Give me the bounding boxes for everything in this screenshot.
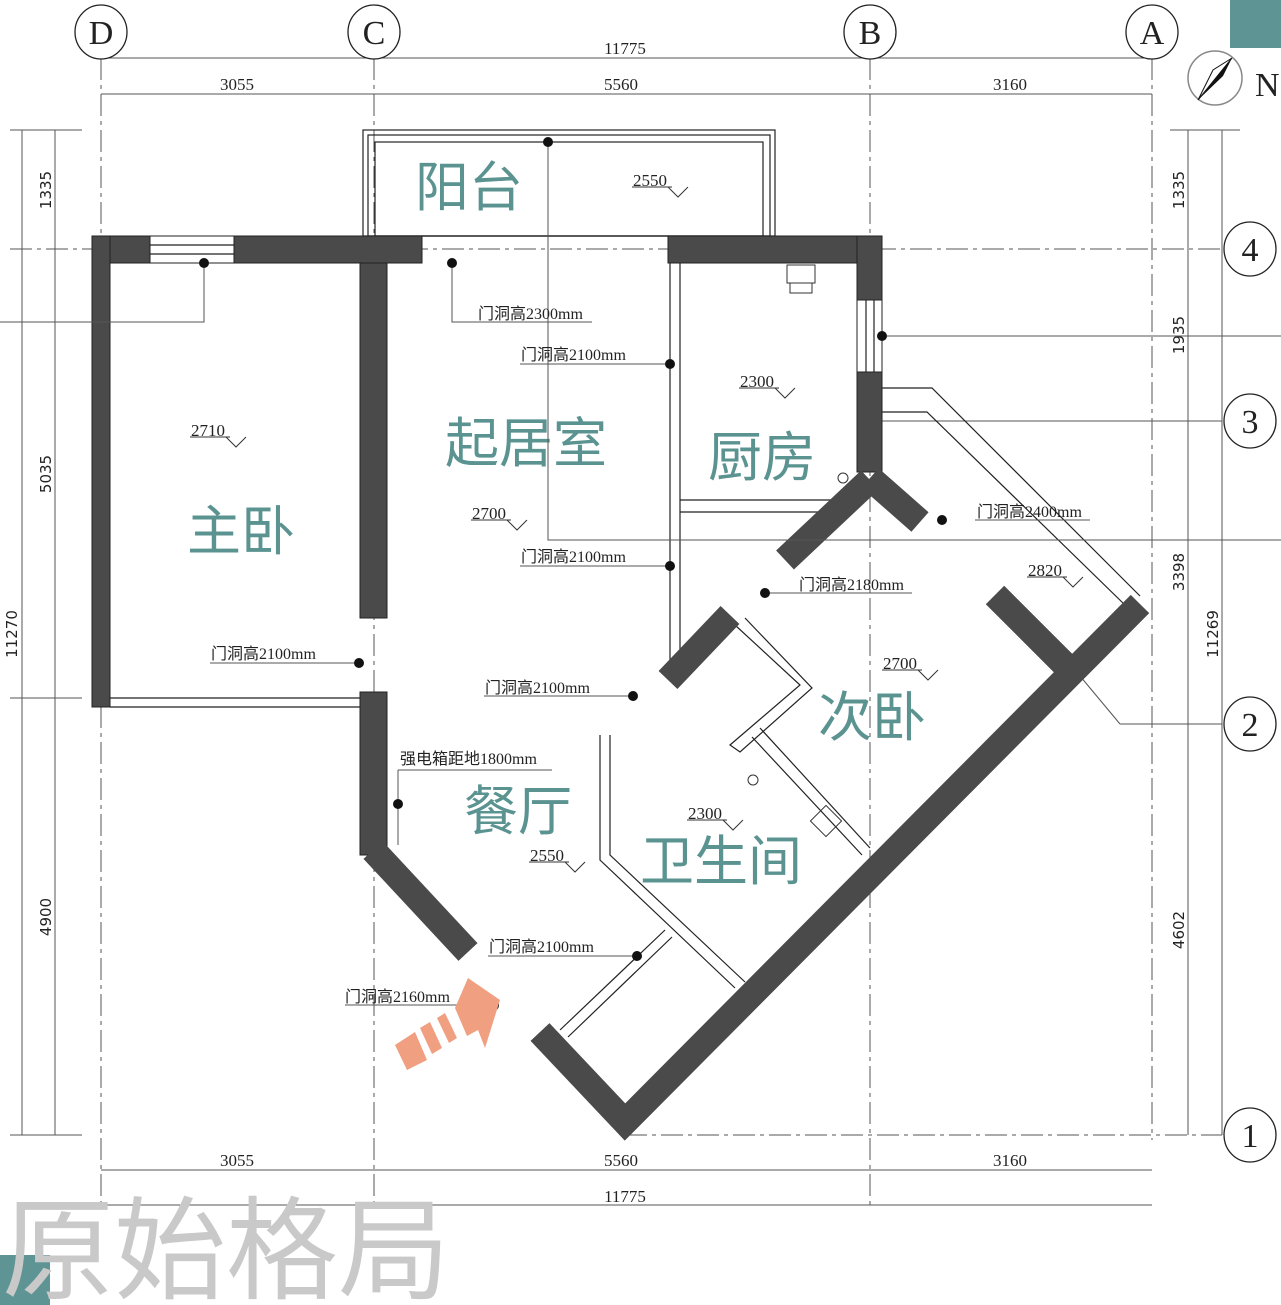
note-door-kitchen: 门洞高2100mm	[521, 346, 626, 364]
axis-label-1: 1	[1242, 1118, 1259, 1155]
dimension-lines	[10, 57, 1240, 1206]
dim-right-total: 11269	[1204, 610, 1222, 658]
annotation-dots	[199, 137, 947, 1011]
dim-left-1: 1335	[37, 171, 55, 209]
note-door-second: 门洞高2180mm	[799, 576, 904, 594]
note-door-bath: 门洞高2100mm	[485, 679, 590, 697]
height-dining: 2550	[530, 846, 564, 865]
note-door-living-top: 门洞高2300mm	[478, 305, 583, 323]
dim-top-1: 3055	[220, 75, 254, 94]
note-door-master: 门洞高2100mm	[211, 645, 316, 663]
dim-left-2: 5035	[37, 455, 55, 493]
dim-bottom-2: 5560	[604, 1151, 638, 1170]
room-master-bedroom: 主卧	[187, 500, 295, 563]
height-living: 2700	[472, 504, 506, 523]
compass-north-label: N	[1255, 67, 1280, 104]
room-kitchen: 厨房	[708, 426, 816, 489]
corner-accent-top	[1230, 0, 1281, 48]
note-door-lower: 门洞高2100mm	[489, 938, 594, 956]
dim-bottom-total: 11775	[604, 1187, 646, 1206]
compass-icon	[1187, 50, 1243, 106]
height-master: 2710	[191, 421, 225, 440]
dim-top-2: 5560	[604, 75, 638, 94]
axis-label-a: A	[1140, 15, 1165, 52]
room-balcony: 阳台	[415, 156, 523, 219]
dim-top-total: 11775	[604, 39, 646, 58]
room-bathroom: 卫生间	[640, 830, 802, 893]
room-living: 起居室	[445, 412, 607, 475]
height-balcony: 2550	[633, 171, 667, 190]
axis-label-4: 4	[1242, 232, 1259, 269]
note-door-living-mid: 门洞高2100mm	[521, 548, 626, 566]
height-markers	[190, 186, 1084, 873]
dim-left-total: 11270	[3, 610, 21, 658]
room-second-bedroom: 次卧	[818, 686, 926, 749]
page-title: 原始格局	[2, 1187, 450, 1305]
corner-accent-bottom	[0, 1255, 50, 1305]
axis-label-2: 2	[1242, 707, 1259, 744]
room-dining: 餐厅	[464, 780, 572, 843]
note-panel: 强电箱距地1800mm	[400, 750, 537, 768]
window	[149, 235, 235, 264]
axis-label-b: B	[859, 15, 882, 52]
dim-bottom-3: 3160	[993, 1151, 1027, 1170]
axis-bubbles	[74, 4, 1277, 1163]
dim-right-4: 4602	[1170, 911, 1188, 949]
dim-right-1: 1335	[1170, 171, 1188, 209]
thin-partitions	[110, 129, 1141, 1038]
axis-label-c: C	[363, 15, 386, 52]
height-kitchen: 2300	[740, 372, 774, 391]
height-second: 2700	[883, 654, 917, 673]
dim-left-3: 4900	[37, 898, 55, 936]
height-bath: 2300	[688, 804, 722, 823]
dim-bottom-1: 3055	[220, 1151, 254, 1170]
note-door-entry: 门洞高2160mm	[345, 988, 450, 1006]
entry-arrow-icon	[395, 978, 500, 1070]
dim-right-2: 1935	[1170, 316, 1188, 354]
annotation-leaders	[0, 142, 1281, 1006]
axis-label-3: 3	[1242, 404, 1259, 441]
fixtures	[747, 264, 849, 838]
dim-right-3: 3398	[1170, 553, 1188, 591]
height-balcony2: 2820	[1028, 561, 1062, 580]
walls	[91, 235, 1150, 1141]
axis-label-d: D	[89, 15, 114, 52]
note-door-balcony2: 门洞高2400mm	[977, 503, 1082, 521]
dim-top-3: 3160	[993, 75, 1027, 94]
